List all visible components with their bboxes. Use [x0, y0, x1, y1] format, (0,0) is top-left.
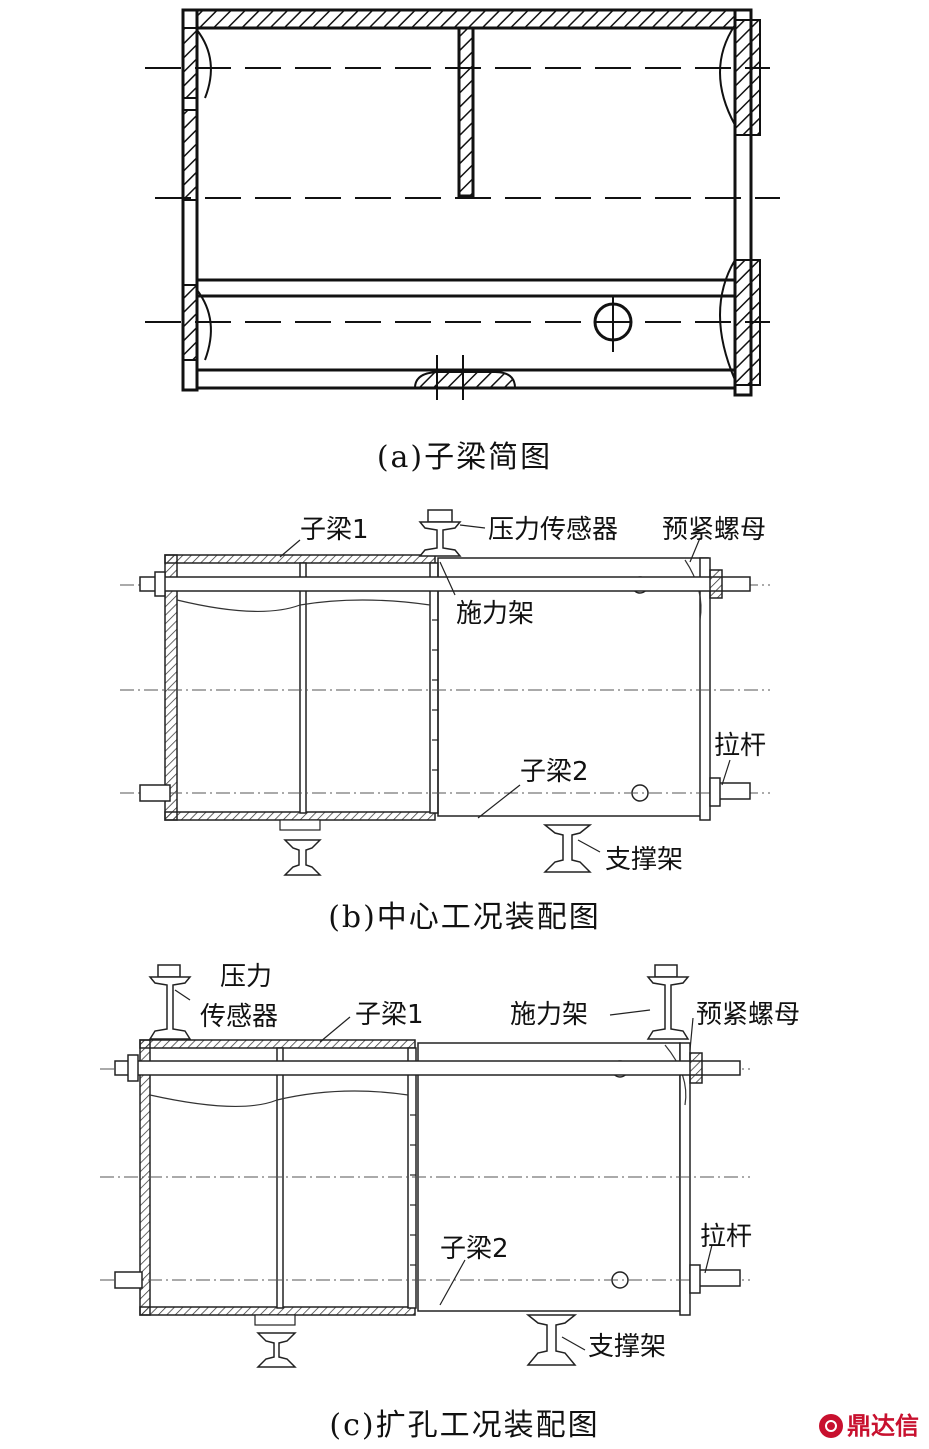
label-support-frame: 支撑架: [605, 845, 683, 875]
watermark-logo-icon: [819, 1414, 843, 1438]
reaming-assembly-drawing: 压力 传感器 子梁1 施力架 预紧螺母 拉杆 子梁2 支撑架: [0, 955, 929, 1375]
center-assembly-drawing: 子梁1 压力传感器 预紧螺母 施力架 拉杆 子梁2 支撑架: [0, 500, 929, 885]
label-loading-frame: 施力架: [456, 599, 534, 629]
panel-a-sub-beam-diagram: [0, 0, 929, 410]
label-pressure-sensor-line2: 传感器: [200, 1002, 278, 1032]
label-sub-beam-2: 子梁2: [440, 1234, 509, 1264]
label-pretighten-nut: 预紧螺母: [662, 515, 766, 545]
caption-a: (a)子梁简图: [376, 440, 553, 475]
label-sub-beam-1: 子梁1: [300, 515, 369, 545]
sub-beam-1-top-plate: [164, 554, 436, 564]
caption-c: (c)扩孔工况装配图: [329, 1408, 600, 1443]
label-tie-rod: 拉杆: [700, 1222, 752, 1252]
watermark-text: 鼎达信: [847, 1412, 919, 1440]
label-sub-beam-2: 子梁2: [520, 757, 589, 787]
caption-b: (b)中心工况装配图: [328, 900, 601, 935]
label-tie-rod: 拉杆: [714, 731, 766, 761]
label-pretighten-nut: 预紧螺母: [696, 1000, 800, 1030]
label-pressure-sensor: 压力传感器: [488, 515, 618, 545]
label-pressure-sensor-line1: 压力: [220, 962, 272, 992]
label-loading-frame: 施力架: [510, 1000, 588, 1030]
label-sub-beam-1: 子梁1: [355, 1000, 424, 1030]
panel-c-reaming-assembly: 压力 传感器 子梁1 施力架 预紧螺母 拉杆 子梁2 支撑架: [0, 955, 929, 1375]
sub-beam-drawing: [0, 0, 929, 410]
panel-b-center-assembly: 子梁1 压力传感器 预紧螺母 施力架 拉杆 子梁2 支撑架: [0, 500, 929, 885]
watermark: 鼎达信: [819, 1406, 919, 1441]
label-support-frame: 支撑架: [588, 1332, 666, 1362]
